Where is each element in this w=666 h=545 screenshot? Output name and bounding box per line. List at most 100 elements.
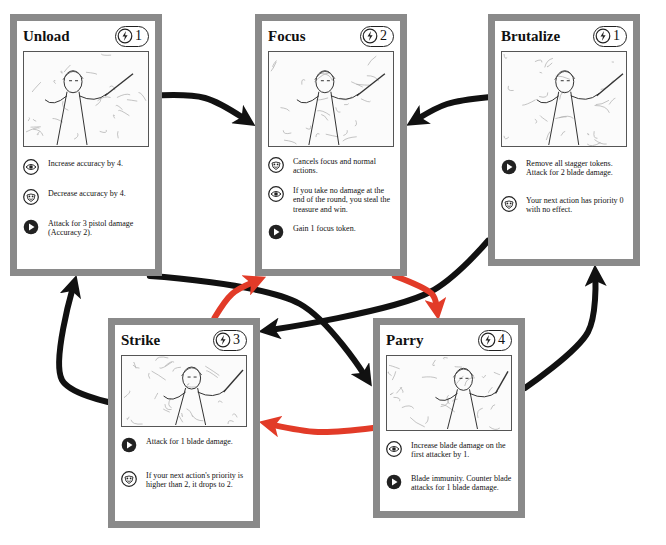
sketch-stroke bbox=[302, 80, 305, 85]
cost-number: 1 bbox=[135, 28, 142, 44]
energy-ring bbox=[118, 29, 132, 43]
energy-ring bbox=[481, 333, 495, 347]
ability-icon bbox=[23, 219, 39, 235]
sketch-stroke bbox=[134, 362, 136, 368]
sketch-stroke bbox=[504, 54, 507, 58]
eye-outline bbox=[271, 191, 281, 196]
sketch-stroke bbox=[316, 134, 320, 137]
sketch-stroke bbox=[422, 377, 437, 378]
cost-number: 3 bbox=[233, 332, 240, 348]
illustration-frame bbox=[269, 52, 394, 147]
sketch-stroke bbox=[100, 130, 107, 133]
sketch-stroke bbox=[165, 362, 174, 366]
sketch-stroke bbox=[86, 72, 97, 74]
mask-shape bbox=[27, 194, 35, 202]
figure-arm bbox=[537, 96, 559, 103]
sketch-stroke bbox=[133, 365, 139, 368]
sketch-stroke bbox=[127, 100, 137, 101]
figure-hair bbox=[63, 71, 83, 79]
sketch-stroke bbox=[273, 60, 277, 67]
bluff-icon bbox=[269, 158, 284, 173]
sketch-stroke bbox=[321, 115, 328, 121]
figure-head bbox=[556, 71, 574, 93]
sketch-stroke bbox=[587, 133, 589, 134]
sketch-stroke bbox=[113, 115, 114, 118]
sketch-stroke bbox=[116, 105, 123, 109]
cost-number: 2 bbox=[380, 28, 387, 44]
figure-arm bbox=[79, 94, 107, 100]
sketch-stroke bbox=[489, 427, 499, 430]
ability-text: Remove all stagger tokens. Attack for 2 … bbox=[526, 159, 627, 178]
sketch-stroke bbox=[389, 365, 400, 368]
illustration bbox=[386, 355, 512, 431]
sketch-stroke bbox=[152, 371, 166, 380]
sketch-stroke bbox=[343, 137, 357, 141]
figure-arm bbox=[469, 391, 497, 397]
action-card: Brutalize1Remove all stagger tokens. Att… bbox=[488, 14, 640, 266]
sketch-stroke bbox=[306, 126, 311, 130]
sketch-stroke bbox=[118, 110, 129, 115]
sketch-stroke bbox=[540, 116, 547, 122]
mask-eye bbox=[32, 196, 34, 198]
ability-text: Gain 1 focus token. bbox=[293, 224, 356, 233]
energy-icon bbox=[595, 28, 611, 44]
ability-icon bbox=[23, 189, 39, 205]
sketch-stroke bbox=[228, 421, 234, 424]
sketch-stroke bbox=[74, 133, 78, 139]
figure-sketch bbox=[297, 71, 385, 145]
reveal-icon bbox=[24, 160, 39, 175]
figure-arm bbox=[45, 96, 67, 103]
ability-text: Increase accuracy by 4. bbox=[48, 159, 123, 168]
figure-arm bbox=[571, 94, 599, 100]
sketch-stroke bbox=[491, 405, 495, 410]
figure-arm bbox=[435, 393, 457, 400]
sketch-stroke bbox=[547, 63, 552, 67]
bluff-icon bbox=[122, 472, 137, 487]
figure-eye bbox=[188, 377, 197, 378]
cost-number: 1 bbox=[613, 28, 620, 44]
reveal-icon bbox=[269, 187, 284, 202]
ability-row: Blade immunity. Counter blade attacks fo… bbox=[386, 474, 512, 493]
figure-head bbox=[316, 71, 334, 93]
sketch-stroke bbox=[402, 406, 414, 409]
energy-icon bbox=[362, 28, 378, 44]
sketch-stroke bbox=[456, 376, 464, 385]
sketch-stroke bbox=[33, 119, 36, 121]
ability-text: Attack for 3 pistol damage (Accuracy 2). bbox=[48, 219, 149, 238]
play-triangle bbox=[29, 224, 35, 231]
ability-icon bbox=[501, 159, 517, 175]
action-icon bbox=[122, 438, 137, 453]
illustration-frame bbox=[387, 356, 512, 431]
sketch-stroke bbox=[54, 81, 56, 84]
card-illustration bbox=[121, 355, 247, 427]
card-header: Focus2 bbox=[268, 24, 394, 48]
sketch-stroke bbox=[504, 136, 509, 139]
ability-icon bbox=[23, 159, 39, 175]
mask-eye bbox=[277, 164, 279, 166]
cost-number: 4 bbox=[498, 332, 505, 348]
relation-arrow bbox=[420, 97, 488, 118]
mask-eye bbox=[274, 164, 276, 166]
illustration bbox=[268, 51, 394, 147]
sketch-stroke bbox=[393, 397, 399, 401]
eye-outline bbox=[389, 447, 399, 452]
cost-badge: 2 bbox=[360, 26, 394, 47]
action-icon bbox=[24, 220, 39, 235]
card-header: Brutalize1 bbox=[501, 24, 627, 48]
relation-arrow bbox=[274, 425, 373, 432]
mask-mouth bbox=[127, 480, 130, 482]
ability-text: Cancels focus and normal actions. bbox=[293, 157, 394, 176]
sketch-stroke bbox=[156, 357, 169, 361]
sketch-stroke bbox=[535, 119, 537, 123]
figure-sketch bbox=[45, 71, 133, 145]
sketch-stroke bbox=[555, 117, 566, 119]
sketch-stroke bbox=[561, 131, 565, 135]
action-card: Parry4Increase blade damage on the first… bbox=[373, 318, 525, 518]
sketch-stroke bbox=[187, 383, 189, 385]
ability-icon bbox=[386, 441, 402, 457]
card-illustration bbox=[386, 355, 512, 431]
lightning-bolt bbox=[486, 335, 491, 345]
figure-weapon bbox=[224, 370, 243, 392]
sketch-stroke bbox=[482, 375, 485, 378]
figure-sketch bbox=[164, 367, 243, 425]
